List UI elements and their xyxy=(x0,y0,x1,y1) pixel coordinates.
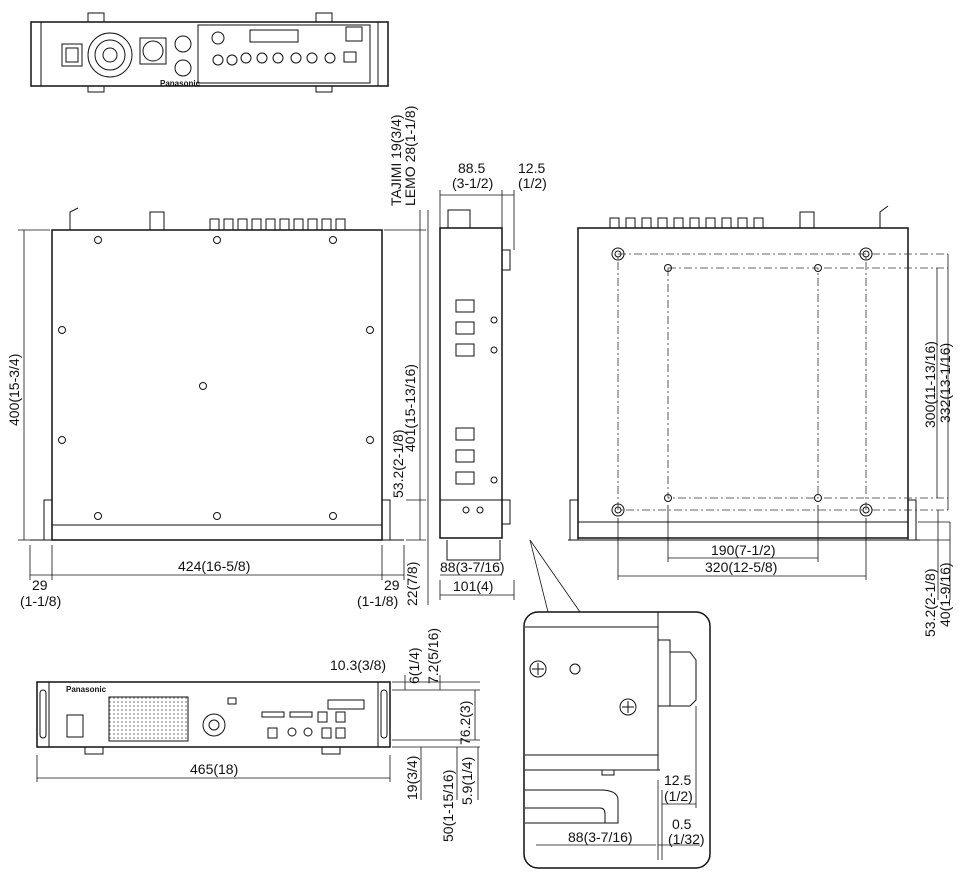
top-left-margin-inch-label: (1-1/8) xyxy=(20,593,61,609)
front-rack-height-label: 76.2(3) xyxy=(457,701,473,745)
detail-offset-label: 12.5 xyxy=(664,772,691,788)
front-edge-6-label: 6(1/4) xyxy=(406,647,422,684)
detail-dimension-lines xyxy=(536,706,700,860)
side-height-lower-label: 88(3-7/16) xyxy=(440,559,505,575)
front-top-margin-label: 10.3(3/8) xyxy=(330,657,386,673)
front-foot-50-label: 50(1-15/16) xyxy=(440,770,456,842)
bottom-view-centerlines xyxy=(617,253,948,511)
front-foot-59-label: 5.9(1/4) xyxy=(459,757,475,805)
bottom-view xyxy=(568,205,920,541)
side-handle-offset-inch-label: (1/2) xyxy=(518,175,547,191)
side-view-dimension-lines xyxy=(439,190,581,613)
top-view xyxy=(30,207,404,541)
side-handle-offset-label: 12.5 xyxy=(518,160,545,176)
bottom-hole-outer-label: 320(12-5/8) xyxy=(705,559,777,575)
rear-panel-view xyxy=(30,12,389,93)
front-view-dimension-lines xyxy=(36,675,480,800)
top-foot-offset-label: 53.2(2-1/8) xyxy=(390,430,406,498)
detail-gap-label: 0.5 xyxy=(672,816,692,832)
side-height-total-label: 101(4) xyxy=(453,578,493,594)
top-right-margin-label: 29 xyxy=(384,577,400,593)
top-foot-offset-small-label: 22(7/8) xyxy=(404,562,420,606)
top-depth-label: 400(15-3/4) xyxy=(6,354,22,426)
detail-offset-inch-label: (1/2) xyxy=(664,788,693,804)
bottom-foot-offset-small-label: 40(1-9/16) xyxy=(937,562,953,627)
bottom-depth-inner-label: 300(11-13/16) xyxy=(922,341,938,428)
detail-height-label: 88(3-7/16) xyxy=(568,829,633,845)
front-edge-7-label: 7.2(5/16) xyxy=(425,628,441,684)
connector-lemo-label: LEMO 28(1-1/8) xyxy=(402,106,418,206)
side-height-upper-inch-label: (3-1/2) xyxy=(452,175,493,191)
top-depth-overall-label: 401(15-13/16) xyxy=(402,364,418,452)
front-width-label: 465(18) xyxy=(190,761,238,777)
front-foot-19-label: 19(3/4) xyxy=(404,756,420,800)
front-view xyxy=(36,681,391,755)
side-height-upper-label: 88.5 xyxy=(458,160,485,176)
detail-gap-inch-label: (1/32) xyxy=(668,831,705,847)
front-brand-label: Panasonic xyxy=(66,685,107,694)
bottom-depth-outer-label: 332(13-1/16) xyxy=(937,343,953,423)
bottom-foot-offset-label: 53.2(2-1/8) xyxy=(922,569,938,637)
bottom-hole-inner-label: 190(7-1/2) xyxy=(711,542,776,558)
rear-brand-label: Panasonic xyxy=(160,79,201,88)
top-view-dimension-lines xyxy=(18,210,429,605)
side-view xyxy=(439,209,511,561)
top-width-label: 424(16-5/8) xyxy=(178,558,250,574)
top-right-margin-inch-label: (1-1/8) xyxy=(357,593,398,609)
top-left-margin-label: 29 xyxy=(32,577,48,593)
bottom-view-dimension-lines xyxy=(617,254,951,600)
connector-tajimi-label: TAJIMI 19(3/4) xyxy=(388,114,404,206)
detail-callout xyxy=(523,611,711,869)
